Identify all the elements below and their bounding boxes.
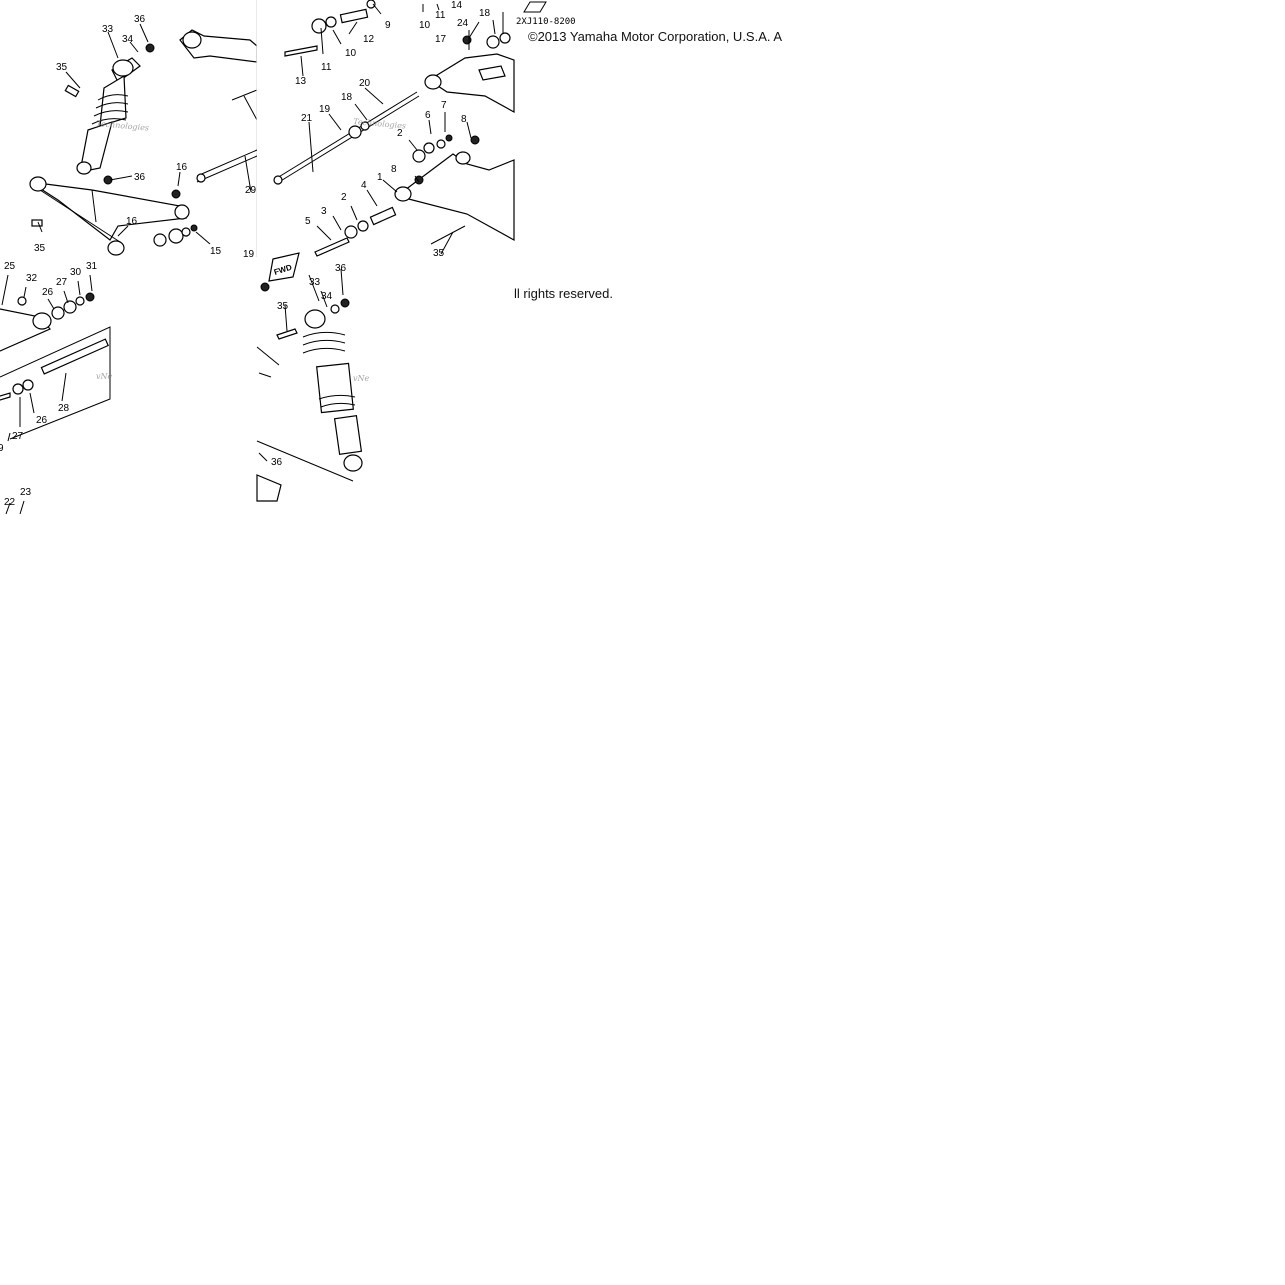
fwd-arrow-icon bbox=[523, 1, 547, 13]
diagram-tile-rear-arm: vNe 25 32 27 30 31 26 28 26 27 9 22 23 bbox=[0, 257, 257, 515]
callout-5: 5 bbox=[305, 216, 311, 227]
nut-36 bbox=[145, 43, 155, 53]
callout-8b: 8 bbox=[391, 164, 397, 175]
watermark-4: vNe bbox=[353, 374, 370, 383]
callout-17: 17 bbox=[435, 34, 447, 45]
exploded-arms-drawing: Technologies 9 10 11 14 24 18 12 10 11 1… bbox=[273, 0, 515, 259]
callout-28: 28 bbox=[58, 403, 70, 414]
callout-35c: 35 bbox=[433, 248, 445, 259]
callout-33b: 33 bbox=[309, 277, 321, 288]
callout-30: 30 bbox=[70, 267, 82, 278]
callout-13: 13 bbox=[295, 76, 307, 87]
callout-25: 25 bbox=[4, 261, 16, 272]
pivot-shaft bbox=[40, 338, 109, 375]
callout-34b: 34 bbox=[321, 291, 333, 302]
callout-3: 3 bbox=[321, 206, 327, 217]
shock-lower-arm-drawing: Technologies 33 36 34 35 36 16 16 35 15 bbox=[29, 14, 258, 257]
callout-21: 21 bbox=[301, 113, 313, 124]
fwd-badge bbox=[268, 252, 300, 282]
callout-6: 6 bbox=[425, 110, 431, 121]
callout-11: 11 bbox=[435, 10, 446, 21]
callout-8: 8 bbox=[461, 114, 467, 125]
diagram-tile-rear-shock: FWD vNe 19 33 36 34 35 36 bbox=[243, 249, 514, 514]
callout-11b: 11 bbox=[321, 62, 332, 73]
callout-9: 9 bbox=[385, 20, 391, 31]
callout-35: 35 bbox=[56, 62, 68, 73]
rear-arm-drawing: vNe 25 32 27 30 31 26 28 26 27 9 22 23 bbox=[0, 261, 113, 515]
callout-1: 1 bbox=[377, 172, 383, 183]
callout-36: 36 bbox=[134, 14, 146, 25]
callout-18b: 18 bbox=[341, 92, 353, 103]
callout-7: 7 bbox=[441, 100, 447, 111]
callout-18: 18 bbox=[479, 8, 491, 19]
callout-26: 26 bbox=[42, 287, 54, 298]
callout-27: 27 bbox=[56, 277, 68, 288]
rear-shock-drawing: FWD vNe 19 33 36 34 35 36 bbox=[243, 249, 370, 502]
callout-4: 4 bbox=[361, 180, 367, 191]
callout-2b: 2 bbox=[341, 192, 347, 203]
callout-16b: 16 bbox=[126, 216, 138, 227]
callout-10: 10 bbox=[419, 20, 431, 31]
callout-14: 14 bbox=[451, 0, 463, 11]
watermark-3: vNe bbox=[96, 372, 113, 381]
callout-34: 34 bbox=[122, 34, 134, 45]
callout-36b: 36 bbox=[134, 172, 146, 183]
drawing-code: 2XJ110-8200 bbox=[516, 17, 576, 27]
copyright-line: ©2013 Yamaha Motor Corporation, U.S.A. A bbox=[528, 29, 783, 44]
callout-9b: 9 bbox=[0, 443, 4, 454]
callout-35b: 35 bbox=[34, 243, 46, 254]
rights-line: ll rights reserved. bbox=[514, 286, 613, 301]
rear-shock-absorber bbox=[302, 309, 363, 472]
callout-29: 29 bbox=[245, 185, 257, 196]
shock-absorber bbox=[76, 57, 141, 175]
callout-12: 12 bbox=[363, 34, 375, 45]
callout-20: 20 bbox=[359, 78, 371, 89]
callout-26b: 26 bbox=[36, 415, 48, 426]
diagram-tile-exploded-arms: Technologies 9 10 11 14 24 18 12 10 11 1… bbox=[257, 0, 515, 259]
lower-arm bbox=[395, 153, 515, 242]
callout-35d: 35 bbox=[277, 301, 289, 312]
callout-36c: 36 bbox=[335, 263, 347, 274]
callout-24: 24 bbox=[457, 18, 469, 29]
callout-19: 19 bbox=[319, 104, 331, 115]
callout-36d: 36 bbox=[271, 457, 283, 468]
callout-27b: 27 bbox=[12, 431, 24, 442]
callout-23: 23 bbox=[20, 487, 32, 498]
diagram-tile-shock-lower-arm: Technologies 33 36 34 35 36 16 16 35 15 bbox=[0, 0, 258, 257]
callout-32: 32 bbox=[26, 273, 38, 284]
lower-a-arm bbox=[29, 176, 190, 256]
callout-16: 16 bbox=[176, 162, 188, 173]
bolt-35 bbox=[64, 84, 80, 98]
callout-2: 2 bbox=[397, 128, 403, 139]
callout-19b: 19 bbox=[243, 249, 255, 260]
callout-15: 15 bbox=[210, 246, 222, 257]
callout-10b: 10 bbox=[345, 48, 357, 59]
callout-33: 33 bbox=[102, 24, 114, 35]
callout-31: 31 bbox=[86, 261, 98, 272]
callout-22: 22 bbox=[4, 497, 16, 508]
